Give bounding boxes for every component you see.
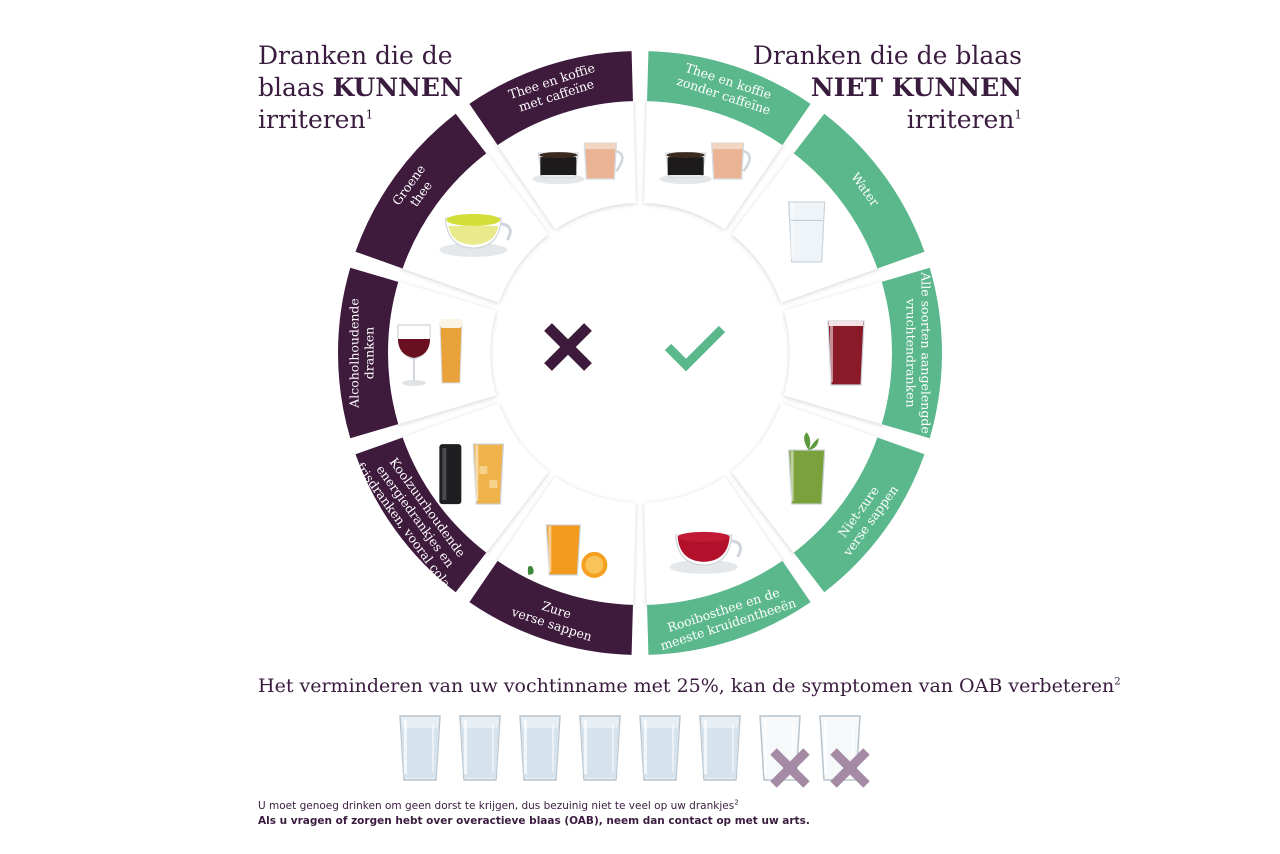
title-left-line2-pre: blaas [258,73,333,102]
right-segment-2: Water [731,113,925,303]
note-contact-doctor: Als u vragen of zorgen hebt over overact… [258,815,810,827]
left-segment-4: Koolzuurhoudendeenergiedrankjes enfrisdr… [353,403,549,593]
right-segment-band [647,51,811,146]
left-segment-band [337,267,399,439]
title-left-line1: Dranken die de [258,41,453,70]
statement-text: Het verminderen van uw vochtinname met 2… [258,675,1115,697]
left-segment-band [355,437,487,593]
left-segment-band [355,113,487,269]
title-right-line3: irriteren1 [722,104,1022,136]
water-glass [458,714,502,782]
segment-label-line: Alle soorten aangelengde [919,271,934,433]
water-glass-icon [639,715,681,781]
left-segment-band [469,560,633,655]
title-right-sup: 1 [1014,107,1022,122]
title-right-line2: NIET KUNNEN [722,72,1022,104]
note-drink-enough-sup: 2 [734,798,739,807]
right-segment-band [647,560,811,655]
glasses-row [398,714,870,788]
crossed-glass [818,714,870,788]
water-glass [518,714,562,782]
title-right-bold: NIET KUNNEN [810,73,1022,102]
left-segment-1: Thee en koffiemet caffeïne [469,51,636,230]
check-icon [664,325,726,372]
segment-label-line: Alcoholhoudende [347,298,362,409]
water-glass [578,714,622,782]
water-glass [398,714,442,782]
green-smoothie-icon [788,432,826,505]
coffee-tea-cups-icon [659,142,751,185]
left-segment-5: Zureverse sappen [469,476,636,655]
segment-label-line: dranken [362,327,377,380]
water-glass-icon [579,715,621,781]
left-segment-label: Alcoholhoudendedranken [347,298,377,409]
right-segment-label: Alle soorten aangelengdevruchtendranken [904,271,934,433]
title-right-line1: Dranken die de blaas [752,41,1022,70]
left-segment-2: Groenethee [355,113,549,303]
title-left-line2: blaas KUNNEN [258,72,518,104]
water-glass-icon [788,201,826,263]
cross-icon [544,323,592,371]
right-segment-1: Thee en koffiezonder caffeïne [644,51,811,230]
rooibos-tea-cup-icon [669,531,743,574]
right-segment-5: Rooibosthee en demeeste kruidentheeën [644,476,811,655]
right-segment-3: Alle soorten aangelengdevruchtendranken [783,267,942,439]
left-segment-3: Alcoholhoudendedranken [337,267,497,439]
water-glass [698,714,742,782]
crossed-glass [758,714,810,788]
right-segment-4: Niet-zureverse sappen [731,403,925,593]
water-glass [638,714,682,782]
red-juice-glass-icon [827,320,865,386]
green-tea-cup-icon [439,213,512,257]
note-drink-enough-text: U moet genoeg drinken om geen dorst te k… [258,800,735,812]
left-segment-band [469,51,633,146]
right-segment-band [793,437,925,593]
title-left-line3-text: irriteren [258,105,366,134]
segment-label-line: vruchtendranken [904,297,919,407]
title-left-sup: 1 [365,107,374,122]
title-right: Dranken die de blaas NIET KUNNEN irriter… [722,40,1022,136]
title-right-line3-text: irriteren [906,105,1015,134]
coffee-tea-cups-icon [532,142,624,185]
statement: Het verminderen van uw vochtinname met 2… [258,675,1121,697]
title-left: Dranken die de blaas KUNNEN irriteren1 [258,40,518,136]
title-left-bold: KUNNEN [332,73,463,102]
water-glass-icon [519,715,561,781]
note-drink-enough: U moet genoeg drinken om geen dorst te k… [258,798,739,812]
soda-can-glass-icon [439,443,504,505]
cross-icon [828,734,870,788]
water-glass-icon [399,715,441,781]
water-glass-icon [459,715,501,781]
orange-juice-icon [527,524,608,578]
title-left-line3: irriteren1 [258,104,518,136]
cross-icon [768,734,810,788]
water-glass-icon [699,715,741,781]
right-segment-band [793,113,925,269]
drink-wheel: Thee en koffiemet caffeïneGroenetheeAlco… [337,51,942,655]
wine-beer-glasses-icon [397,319,463,386]
right-segment-band [881,267,942,439]
statement-sup: 2 [1114,676,1121,688]
